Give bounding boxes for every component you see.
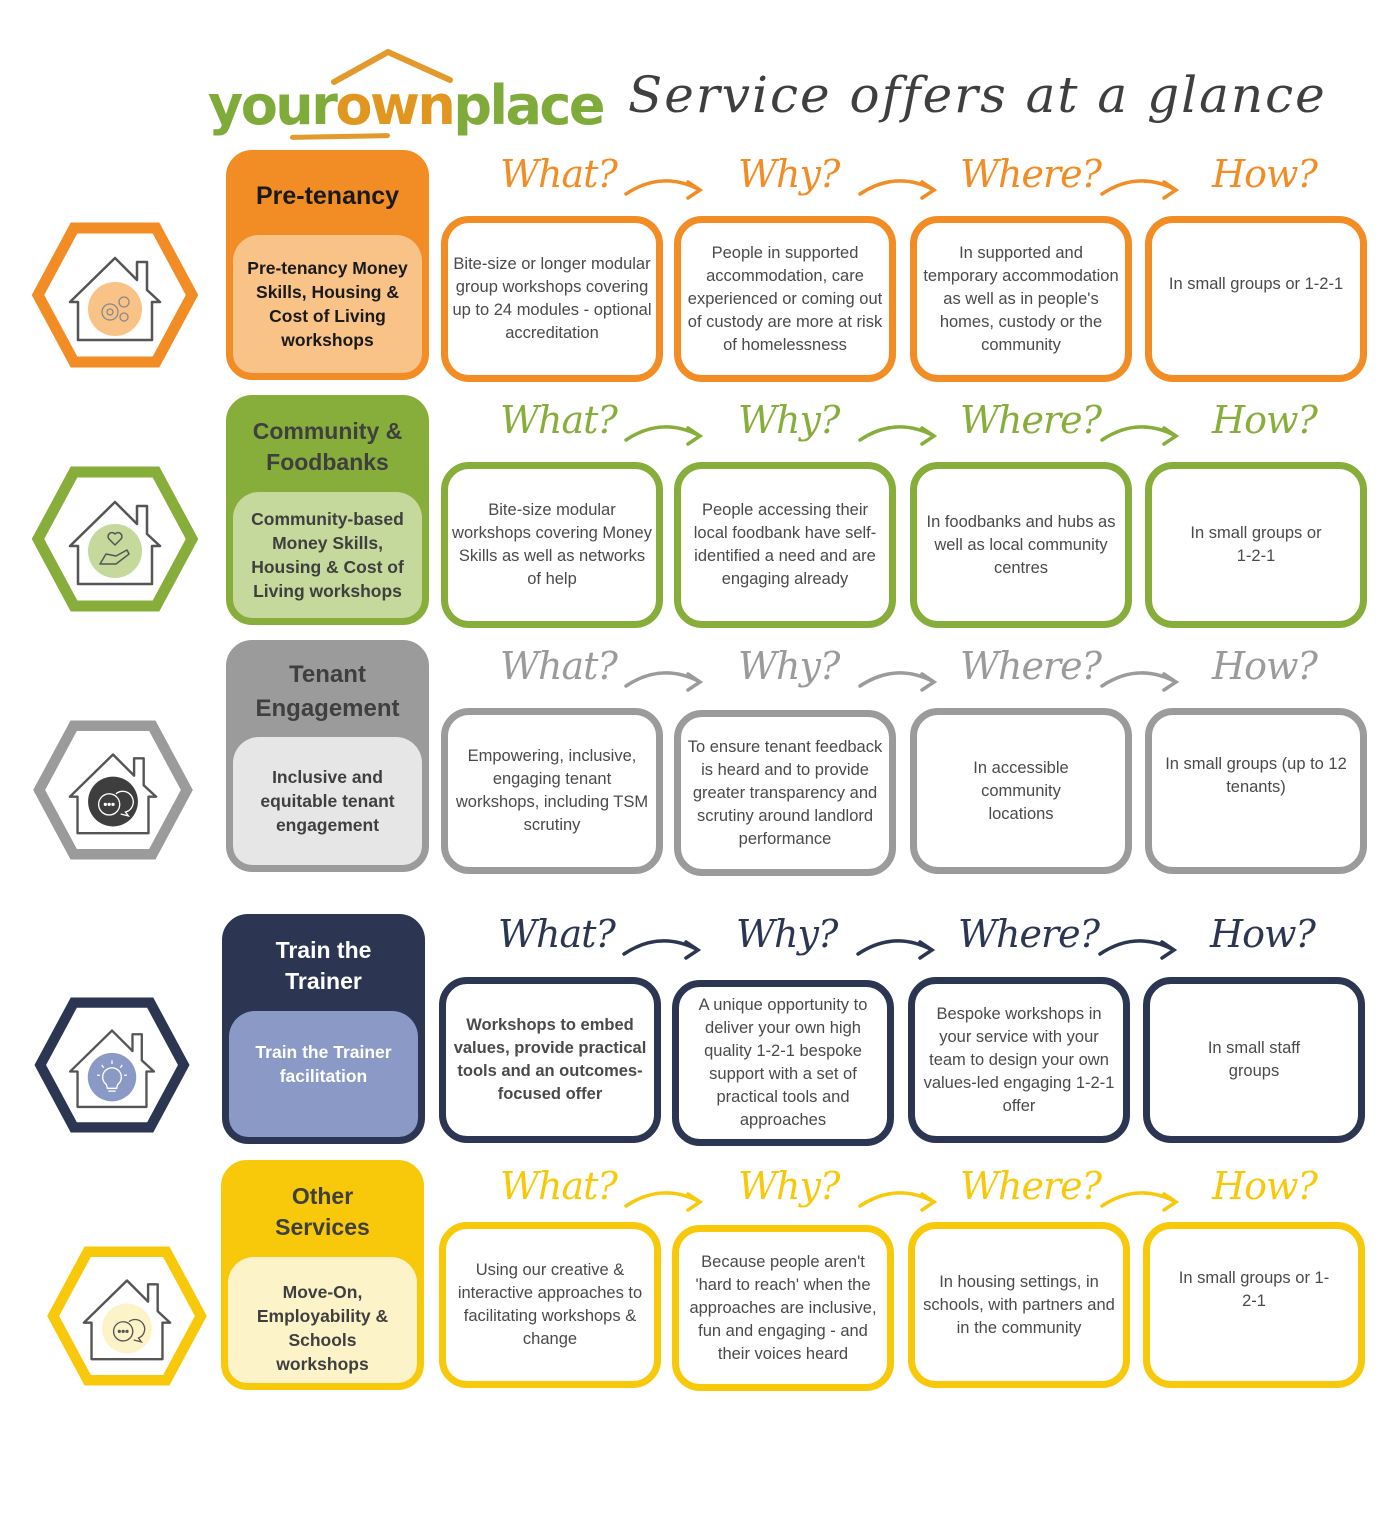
why-box: People accessing their local foodbank ha… <box>674 462 896 628</box>
arrow-right-icon <box>622 1180 706 1214</box>
category-subtitle: Inclusive and equitable tenant engagemen… <box>233 737 422 865</box>
label-where: Where? <box>958 912 1100 956</box>
label-where: Where? <box>960 398 1102 442</box>
arrow-right-icon <box>622 660 706 694</box>
page-title: Service offers at a glance <box>628 66 1327 124</box>
how-box: In small groups or 1-2-1 <box>1145 216 1367 382</box>
label-what: What? <box>500 398 618 442</box>
label-where: Where? <box>960 1164 1102 1208</box>
category-title: Community & Foodbanks <box>252 418 403 475</box>
what-box: Using our creative & interactive approac… <box>439 1222 661 1388</box>
label-how: How? <box>1212 1164 1318 1208</box>
what-box: Empowering, inclusive, engaging tenant w… <box>441 708 663 874</box>
why-box: Because people aren't 'hard to reach' wh… <box>672 1225 894 1391</box>
label-what: What? <box>500 644 618 688</box>
what-box: Bite-size or longer modular group worksh… <box>441 216 663 382</box>
where-box: In supported and temporary accommodation… <box>910 216 1132 382</box>
where-box: In housing settings, in schools, with pa… <box>908 1222 1130 1388</box>
label-why: Why? <box>738 152 840 196</box>
how-box: In small staff groups <box>1143 977 1365 1143</box>
where-box: In foodbanks and hubs as well as local c… <box>910 462 1132 628</box>
hexagon-badge <box>32 222 198 368</box>
where-box: Bespoke workshops in your service with y… <box>908 977 1130 1143</box>
label-why: Why? <box>736 912 838 956</box>
label-where: Where? <box>960 644 1102 688</box>
arrow-right-icon <box>1098 1180 1182 1214</box>
arrow-right-icon <box>856 1180 940 1214</box>
arrow-right-icon <box>1096 928 1180 962</box>
where-box: In accessible community locations <box>910 708 1132 874</box>
label-how: How? <box>1212 398 1318 442</box>
category-card: Train the Trainer Train the Trainer faci… <box>222 914 425 1144</box>
category-subtitle: Pre-tenancy Money Skills, Housing & Cost… <box>233 235 422 373</box>
heart-hand-icon <box>99 531 130 565</box>
hexagon-badge <box>32 466 198 612</box>
arrow-right-icon <box>856 414 940 448</box>
hexagon-badge <box>32 720 194 860</box>
arrow-right-icon <box>1098 414 1182 448</box>
what-box: Bite-size modular workshops covering Mon… <box>441 462 663 628</box>
arrow-right-icon <box>1098 168 1182 202</box>
arrow-right-icon <box>622 414 706 448</box>
category-title: Tenant Engagement <box>255 661 400 722</box>
label-where: Where? <box>960 152 1102 196</box>
chat-bubbles-icon <box>112 1318 146 1344</box>
category-card: Tenant Engagement Inclusive and equitabl… <box>226 640 429 872</box>
category-subtitle: Move-On, Employability & Schools worksho… <box>228 1257 417 1383</box>
arrow-right-icon <box>854 928 938 962</box>
what-box: Workshops to embed values, provide pract… <box>439 977 661 1143</box>
how-box: In small groups or 1-2-1 <box>1143 1222 1365 1388</box>
arrow-right-icon <box>620 928 704 962</box>
lightbulb-icon <box>97 1060 127 1092</box>
arrow-right-icon <box>856 660 940 694</box>
why-box: To ensure tenant feedback is heard and t… <box>674 710 896 876</box>
category-title: Train the Trainer <box>275 937 372 994</box>
gears-icon <box>101 296 130 322</box>
label-what: What? <box>498 912 616 956</box>
logo-wordmark: yourownplace <box>208 74 606 137</box>
how-box: In small groups (up to 12 tenants) <box>1145 708 1367 874</box>
label-what: What? <box>500 152 618 196</box>
category-card: Community & Foodbanks Community-based Mo… <box>226 395 429 625</box>
arrow-right-icon <box>856 168 940 202</box>
category-card: Other Services Move-On, Employability & … <box>221 1160 424 1390</box>
hexagon-badge <box>46 1246 208 1386</box>
logo-underline <box>289 133 391 140</box>
chat-bubbles-icon <box>97 790 134 818</box>
label-how: How? <box>1212 152 1318 196</box>
why-box: A unique opportunity to deliver your own… <box>672 980 894 1146</box>
hexagon-badge <box>34 997 190 1133</box>
category-subtitle: Community-based Money Skills, Housing & … <box>233 492 422 618</box>
label-why: Why? <box>738 644 840 688</box>
category-title: Pre-tenancy <box>255 181 400 210</box>
label-why: Why? <box>738 1164 840 1208</box>
brand-logo: yourownplace <box>208 48 606 143</box>
arrow-right-icon <box>622 168 706 202</box>
arrow-right-icon <box>1098 660 1182 694</box>
category-card: Pre-tenancy Pre-tenancy Money Skills, Ho… <box>226 150 429 380</box>
category-title: Other Services <box>275 1183 370 1240</box>
roof-icon <box>331 49 453 85</box>
category-subtitle: Train the Trainer facilitation <box>229 1011 418 1137</box>
label-why: Why? <box>738 398 840 442</box>
why-box: People in supported accommodation, care … <box>674 216 896 382</box>
label-how: How? <box>1212 644 1318 688</box>
label-what: What? <box>500 1164 618 1208</box>
label-how: How? <box>1210 912 1316 956</box>
how-box: In small groups or 1-2-1 <box>1145 462 1367 628</box>
